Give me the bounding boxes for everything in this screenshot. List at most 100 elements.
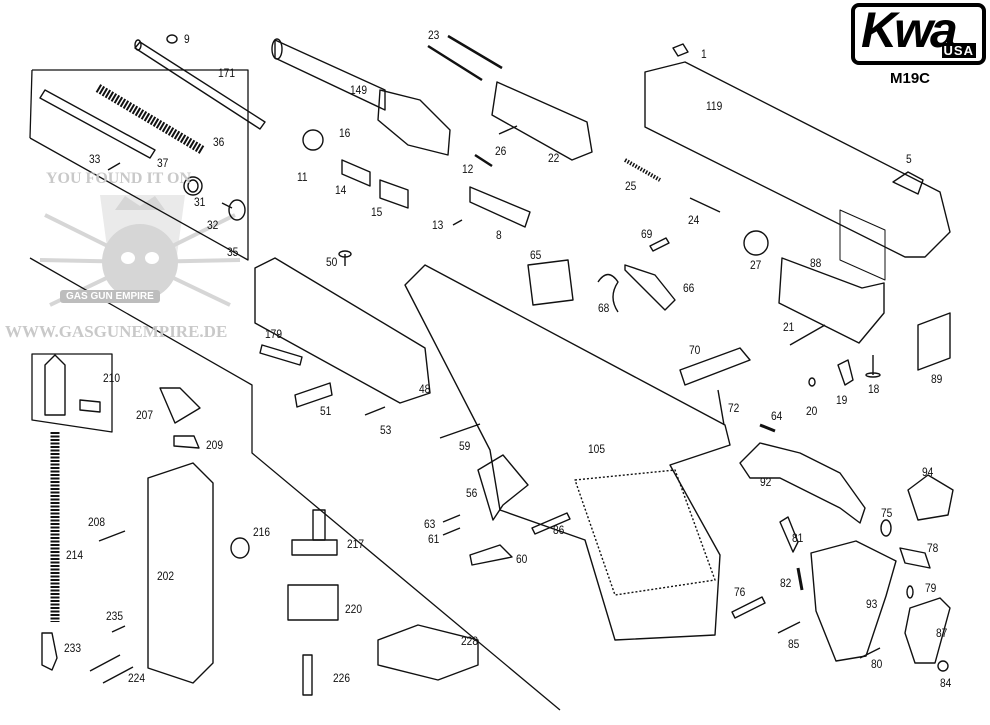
part-label: 76: [734, 585, 746, 599]
part-149-barrel: [271, 38, 451, 156]
part-label: 63: [424, 517, 436, 531]
part-label: 80: [871, 657, 883, 671]
part-label: 75: [881, 506, 893, 520]
part-60-bar: [469, 544, 513, 566]
part-label: 48: [419, 382, 431, 396]
part-48-rail-insert: [254, 257, 431, 404]
part-label: 19: [836, 393, 848, 407]
part-53-spring: [364, 406, 386, 416]
part-label: 23: [428, 28, 440, 42]
part-label: 93: [866, 597, 878, 611]
part-label: 70: [689, 343, 701, 357]
part-label: 25: [625, 179, 637, 193]
part-171-guide-rod: [134, 39, 266, 130]
part-label: 64: [771, 409, 783, 423]
part-87-hammer: [904, 597, 951, 664]
part-51-plate: [294, 382, 333, 408]
part-label: 105: [588, 442, 606, 456]
part-label: 78: [927, 541, 939, 555]
part-1-rear-sight: [672, 43, 689, 57]
part-label: 81: [792, 531, 804, 545]
part-56-trigger: [477, 454, 529, 521]
part-label: 220: [345, 602, 363, 616]
part-label: 82: [780, 576, 792, 590]
part-label: 149: [350, 83, 368, 97]
part-label: 85: [788, 637, 800, 651]
part-label: 50: [326, 255, 338, 269]
part-label: 214: [66, 548, 84, 562]
part-14-bucking: [341, 159, 371, 187]
part-label: 60: [516, 552, 528, 566]
part-8-block: [469, 186, 531, 228]
part-label: 32: [207, 218, 219, 232]
part-79-spring: [906, 585, 914, 599]
part-36-spring: [95, 84, 205, 154]
part-63-pin: [442, 514, 461, 523]
part-75-spring: [880, 519, 892, 537]
part-13-pin: [452, 219, 463, 226]
part-label: 68: [598, 301, 610, 315]
part-22-nozzle: [491, 81, 593, 161]
part-label: 207: [136, 408, 154, 422]
part-label: 22: [548, 151, 560, 165]
part-33-pin: [107, 162, 121, 171]
part-80-pin: [859, 647, 881, 659]
part-label: 24: [688, 213, 700, 227]
part-label: 18: [868, 382, 880, 396]
part-105-frame: [404, 264, 731, 641]
part-50-screw: [338, 250, 352, 266]
part-label: 208: [88, 515, 106, 529]
part-label: 79: [925, 581, 937, 595]
part-86-pin: [531, 512, 571, 535]
part-label: 31: [194, 195, 206, 209]
part-21-pin: [789, 324, 826, 346]
part-69-pin: [649, 237, 670, 252]
part-82-spring: [796, 567, 804, 591]
part-66-lever: [624, 264, 676, 311]
part-label: 15: [371, 205, 383, 219]
part-label: 226: [333, 671, 351, 685]
part-15-chamber: [379, 179, 409, 209]
part-label: 51: [320, 404, 332, 418]
part-label: 217: [347, 537, 365, 551]
part-92-trigger-bar: [739, 442, 866, 524]
part-label: 86: [553, 523, 565, 537]
part-label: 11: [297, 170, 308, 184]
part-label: 56: [466, 486, 478, 500]
part-label: 20: [806, 404, 818, 418]
part-label: 224: [128, 671, 146, 685]
watermark-skull-emblem: [39, 195, 241, 307]
part-84-spring: [937, 660, 949, 672]
part-32-screw: [221, 199, 246, 221]
part-label: 65: [530, 248, 542, 262]
part-18-screw: [865, 355, 881, 378]
part-85-pin: [777, 621, 801, 634]
part-81-lever: [779, 516, 799, 553]
part-label: 171: [218, 66, 236, 80]
part-label: 216: [253, 525, 271, 539]
part-210-box: [31, 353, 113, 433]
watermark-line1: YOU FOUND IT ON: [46, 170, 192, 187]
part-label: 53: [380, 423, 392, 437]
part-226-valve-pin: [302, 654, 313, 696]
part-31-bushing: [183, 176, 203, 196]
part-61-pin: [442, 527, 461, 536]
magazine-divider-line: [29, 257, 561, 711]
part-label: 87: [936, 626, 948, 640]
part-label: 35: [227, 245, 239, 259]
part-label: 1: [701, 47, 707, 61]
part-59-pin: [439, 423, 481, 439]
part-label: 61: [428, 532, 440, 546]
part-label: 88: [810, 256, 822, 270]
part-202-magazine: [147, 462, 214, 684]
part-94-cap: [907, 474, 954, 521]
part-37-rod: [39, 89, 156, 159]
part-207-release: [159, 387, 201, 424]
part-label: 37: [157, 156, 169, 170]
part-24-valve: [689, 197, 721, 213]
part-label: 233: [64, 641, 82, 655]
part-64-spring: [759, 423, 776, 433]
part-224-pins: [89, 654, 134, 684]
